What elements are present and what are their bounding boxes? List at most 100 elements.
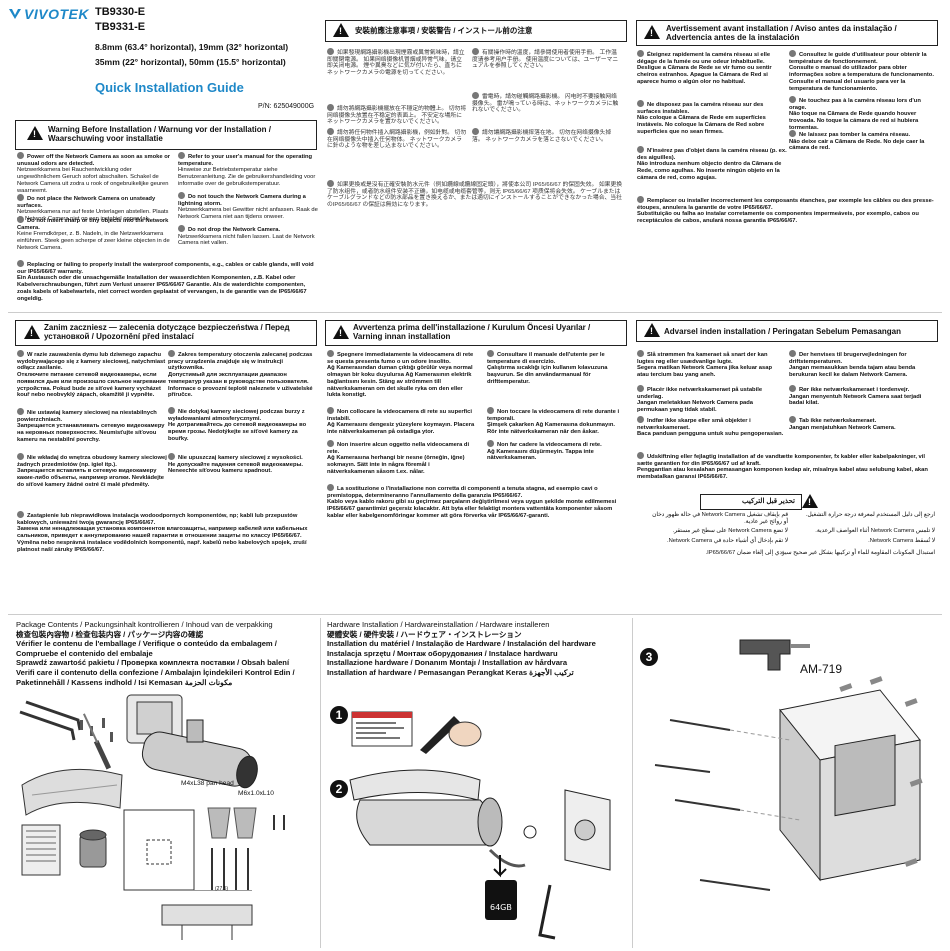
allen-key-icon [538,884,556,940]
screw-label-1: M4xL38 pan head [181,780,234,787]
warning-ar-right-3: لا تُسقط Network Camera. [868,538,935,544]
step-3-badge: 3 [640,648,658,666]
sd-card-icon: 64GB [485,880,517,920]
bullet-icon [487,440,494,447]
lens-spec-2: 35mm (22° horizontal), 50mm (15.5° horiz… [95,57,286,67]
mount-box-icon [779,689,921,882]
bullet-icon [168,407,175,414]
step-2-badge: 2 [330,780,348,798]
hardware-title-line-5: Installazione hardware / Donanım Montajı… [327,658,568,668]
bullet-icon [178,192,185,199]
camera-body-icon [356,797,503,847]
column-divider [632,618,633,948]
bullet-icon [178,225,185,232]
bullet-icon [327,104,334,111]
warning-en-left-1: Power off the Network Camera as soon as … [17,152,171,194]
warning-cjk-bottom: 如果更換或是沒有正確安裝防水元件（例如纜線或纜線固定頭），將使本公司 IP65/… [327,180,623,209]
bullet-icon [327,440,334,447]
cable-gland-icon [79,829,107,868]
wall-anchor-icon [207,807,257,839]
warning-it-left-3: Non inserire alcun oggetto nella videoca… [327,440,470,475]
warning-triangle-icon [802,494,818,508]
drill-icon [739,639,810,671]
bullet-icon [637,50,644,57]
pen-icon [420,716,482,754]
lens-spec-1: 8.8mm (63.4° horizontal), 19mm (32° hori… [95,42,289,52]
hardware-title-line-3: Installation du matériel / Instalação de… [327,639,596,649]
warning-cjk-right-1: 有關操作時的溫度，請參閱使用者使用手冊。 工作温度请参考用户手册。 使用温度につ… [472,48,619,70]
bullet-icon [327,48,334,55]
warning-en-box [15,120,317,150]
dimension-label: (27.5) [215,886,229,892]
bullet-icon [472,48,479,55]
bullet-icon [789,130,796,137]
warning-ar-item-3: لا تقم بإدخال أي أشياء حادة في Network C… [666,538,788,544]
part-number: P/N: 625049000G [258,103,315,110]
warning-da-title: Advarsel inden installation / Peringatan… [664,327,901,336]
warning-cjk-left-3: 請勿將任何物件插入網路攝影機，例如針對。 切勿在网络摄像头中插入任何物体。 ネッ… [327,128,467,150]
warning-triangle-icon [27,126,43,140]
warning-da-right-2: Rør ikke netværkskameraet i tordenvejr.J… [789,385,922,407]
warning-en-title: Warning Before Installation / Warnung vo… [48,125,271,143]
bullet-icon [637,146,644,153]
svg-text:64GB: 64GB [490,903,512,912]
warning-fr-left-3: N'insérez pas d'objet dans la caméra rés… [637,146,787,181]
warning-da-right-3: Tab ikke netværkskameraet.Jangan menjatu… [789,416,896,431]
bullet-icon [17,152,24,159]
bullet-icon [637,100,644,107]
model-2: TB9331-E [95,21,146,33]
warning-pl-right-3: Nie upuszczaj kamery sieciowej z wysokoś… [168,453,304,475]
bullet-icon [637,350,644,357]
warning-fr-left-1: Éteignez rapidement la caméra réseau si … [637,50,772,85]
warning-triangle-icon [24,325,40,339]
camera-open-illustration: 64GB [349,769,611,940]
warning-pl-left-3: Nie wkładaj do wnętrza obudowy kamery si… [17,453,167,488]
warning-fr-right-3: Ne laissez pas tomber la caméra réseau.N… [789,130,925,152]
desiccant-pack-icon [21,824,61,876]
mount-model-label: AM-719 [800,662,843,676]
guide-title: Quick Installation Guide [95,80,244,95]
hardware-title-line-4: Instalacja sprzętu / Монтаж оборудования… [327,648,558,658]
bullet-icon [637,196,644,203]
bullet-icon [789,96,796,103]
long-screw-icon [211,848,249,890]
warning-fr-left-2: Ne disposez pas la caméra réseau sur des… [637,100,766,135]
cable-icon [488,848,526,868]
warning-cjk-right-2: 雷電時，請勿碰觸網路攝影機。 闪电时不要接触网络摄像头。 雷が鳴っている時は、ネ… [472,92,619,114]
model-1: TB9330-E [95,6,146,18]
section-divider [8,312,942,313]
bullet-icon [17,194,24,201]
vivotek-logo-icon [9,9,21,19]
bullet-icon [17,350,24,357]
warning-cjk-left-2: 請勿將網路攝影機擺放在不穩定的物體上。 切勿将网络摄像头放置在不稳定的表面上。 … [327,104,467,126]
mount-bracket-icon [564,789,611,871]
warning-da-box [636,320,938,342]
bullet-icon [17,408,24,415]
screw-icon [80,718,113,742]
warning-en-right-2: Do not touch the Network Camera during a… [178,192,318,221]
warning-cjk-right-3: 請勿讓網路攝影機摔落在地。 切勿在网络摄像头掉落。 ネットワークカメラを落とさな… [472,128,612,143]
arrow-down-icon [493,855,507,878]
bullet-icon [487,350,494,357]
bullet-icon [17,453,24,460]
warning-en-left-2: Do not place the Network Camera on unste… [17,194,169,223]
warning-it-box [325,320,627,346]
bullet-icon [789,385,796,392]
screw-icon [654,719,771,891]
warning-ar-title: تحذير قبل التركيب [742,498,795,505]
warning-da-right-1: Der henvises til brugervejledningen for … [789,350,916,379]
bullet-icon [17,511,24,518]
bullet-icon [327,407,334,414]
bullet-icon [789,350,796,357]
warning-ar-item-2: لا تضع Network Camera على سطح غير مستقر. [672,528,788,534]
warning-fr-right-1: Consultez le guide d'utilisateur pour ob… [789,50,934,92]
warning-en-bottom: Replacing or failing to properly install… [17,260,314,302]
warning-da-left-3: Indfør ikke skarpe eller små objekter i … [637,416,784,438]
warning-cjk-title: 安裝前應注意事項 / 安裝警告 / インストール前の注意 [355,26,533,35]
warning-triangle-icon [333,23,349,37]
package-title-line-1: Package Contents / Packungsinhalt kontro… [16,620,273,629]
warning-cjk-left-1: 如果發現網路攝影機出現煙霧或異常氣味時，請立即關閉電源。 如果网络摄像机冒烟或异… [327,48,465,77]
hardware-title-line-6: Installation af hardware / Pemasangan Pe… [327,667,574,677]
warning-it-bottom: La sostituzione o l'installazione non co… [327,484,617,519]
step-1-badge: 1 [330,706,348,724]
